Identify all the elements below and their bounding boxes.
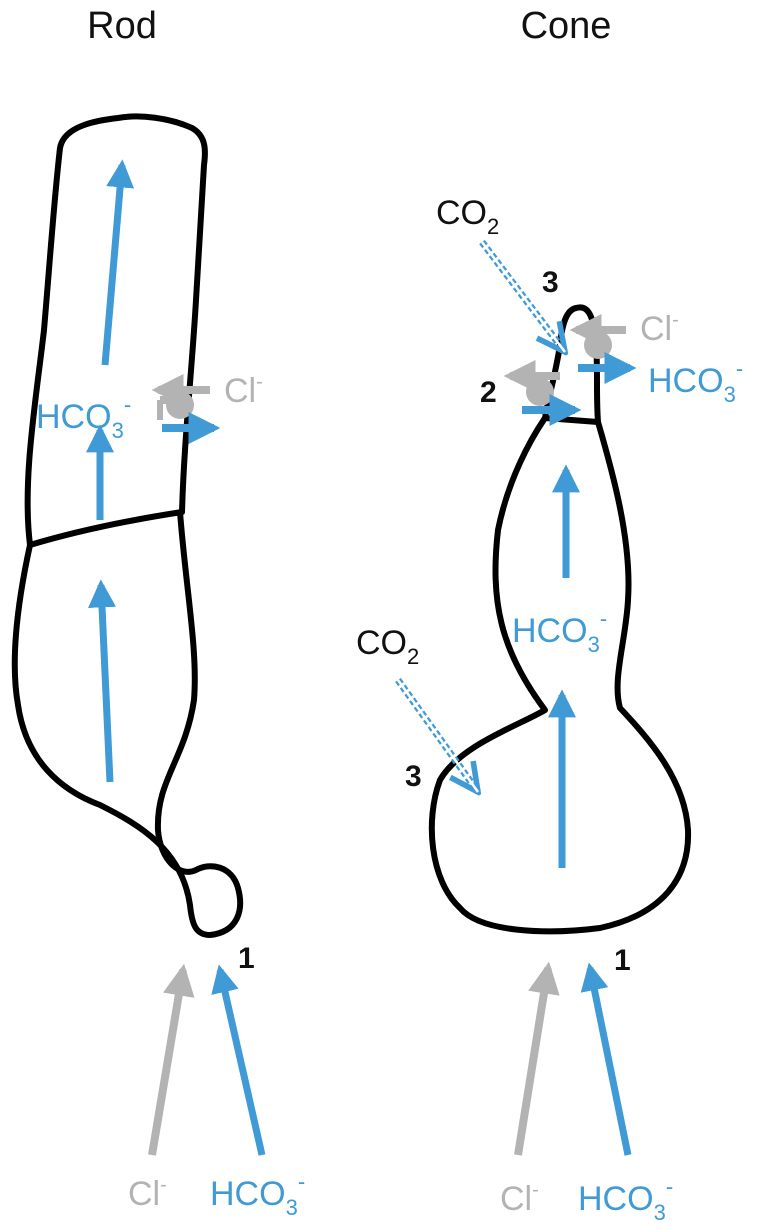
cone-exchanger-site-2-icon (526, 378, 554, 406)
cone-site-3-side-label: 3 (405, 760, 422, 793)
cone-exchanger-chloride-label: Cl- (640, 309, 679, 348)
rod-bottom-chloride-label: Cl- (128, 1174, 167, 1213)
cone-exchanger-top (569, 314, 637, 384)
cone-bicarbonate-influx-arrow (580, 962, 632, 1156)
rod-bicarbonate-flow-arrow-upper (101, 159, 135, 366)
cone-title: Cone (521, 5, 612, 47)
cone-exchanger-bicarbonate-label: HCO3- (648, 356, 743, 407)
rod-exchanger (151, 374, 221, 444)
cone-site-1-label: 1 (614, 944, 631, 977)
cone-co2-side-diffusion-arrow (395, 677, 478, 792)
cone-inner-bicarbonate-label: HCO3- (512, 606, 607, 657)
cone-co2-top-label: CO2 (436, 194, 499, 239)
rod-exchanger-chloride-label: Cl- (224, 371, 263, 410)
rod-exchanger-bicarbonate-label: HCO3- (36, 392, 131, 443)
cone-exchanger-top-icon (584, 331, 612, 359)
cone-connecting-cilium-line (544, 415, 599, 425)
cone-bottom-bicarbonate-label: HCO3- (578, 1174, 673, 1225)
rod-panel: Rod Cl- HCO3- 1 Cl- HCO3- (11, 5, 305, 1220)
rod-exchanger-icon (166, 391, 194, 419)
rod-chloride-influx-arrow (148, 963, 195, 1156)
cone-co2-side-label: CO2 (356, 624, 419, 669)
cone-co2-top-diffusion-arrow (479, 239, 565, 352)
rod-inner-segment-outline (11, 511, 244, 938)
rod-site-1-label: 1 (238, 942, 255, 975)
cone-panel: Cone HCO3- Cl- HCO3- CO2 (356, 5, 743, 1225)
cone-site-2-label: 2 (480, 376, 497, 409)
rod-outer-segment-outline (24, 113, 208, 548)
cone-bottom-chloride-label: Cl- (500, 1179, 539, 1218)
rod-bicarbonate-flow-arrow-lower (88, 579, 117, 783)
cone-exchanger-site-2 (503, 360, 582, 426)
rod-title: Rod (87, 5, 157, 47)
cone-chloride-influx-arrow (514, 961, 560, 1156)
rod-bottom-bicarbonate-label: HCO3- (210, 1169, 305, 1220)
rod-bicarbonate-influx-arrow (211, 964, 266, 1156)
cone-site-3-top-label: 3 (542, 266, 559, 299)
